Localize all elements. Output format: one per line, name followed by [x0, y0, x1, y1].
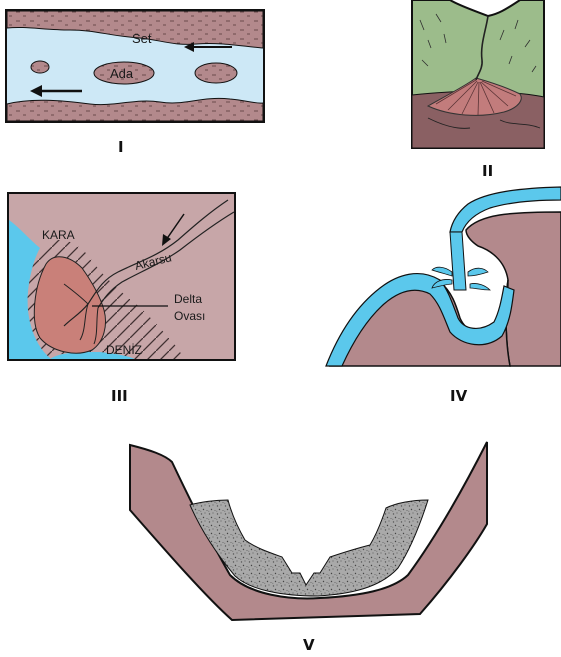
label-set: Set [132, 31, 152, 46]
numeral-i: I [118, 138, 124, 156]
panel-4-waterfall-pothole: IV [326, 187, 561, 405]
numeral-ii: II [482, 162, 493, 180]
label-kara: KARA [42, 228, 75, 242]
panel-2-alluvial-fan: II [412, 0, 544, 180]
label-delta: Delta [174, 292, 202, 306]
label-ovasi: Ovası [174, 309, 205, 323]
numeral-iii: III [111, 387, 128, 405]
panel-3-delta: KARA Akarsu Delta Ovası DENİZ III [8, 193, 235, 405]
label-deniz: DENİZ [106, 343, 142, 357]
bottom-bank [7, 98, 263, 121]
label-ada: Ada [110, 66, 134, 81]
panel-1-sandbar-island: Set Ada I [6, 10, 264, 156]
small-island-left [31, 61, 49, 73]
island-right [195, 63, 237, 83]
numeral-v: V [303, 636, 315, 654]
panel-5-u-valley: V [130, 442, 487, 654]
numeral-iv: IV [450, 387, 468, 405]
